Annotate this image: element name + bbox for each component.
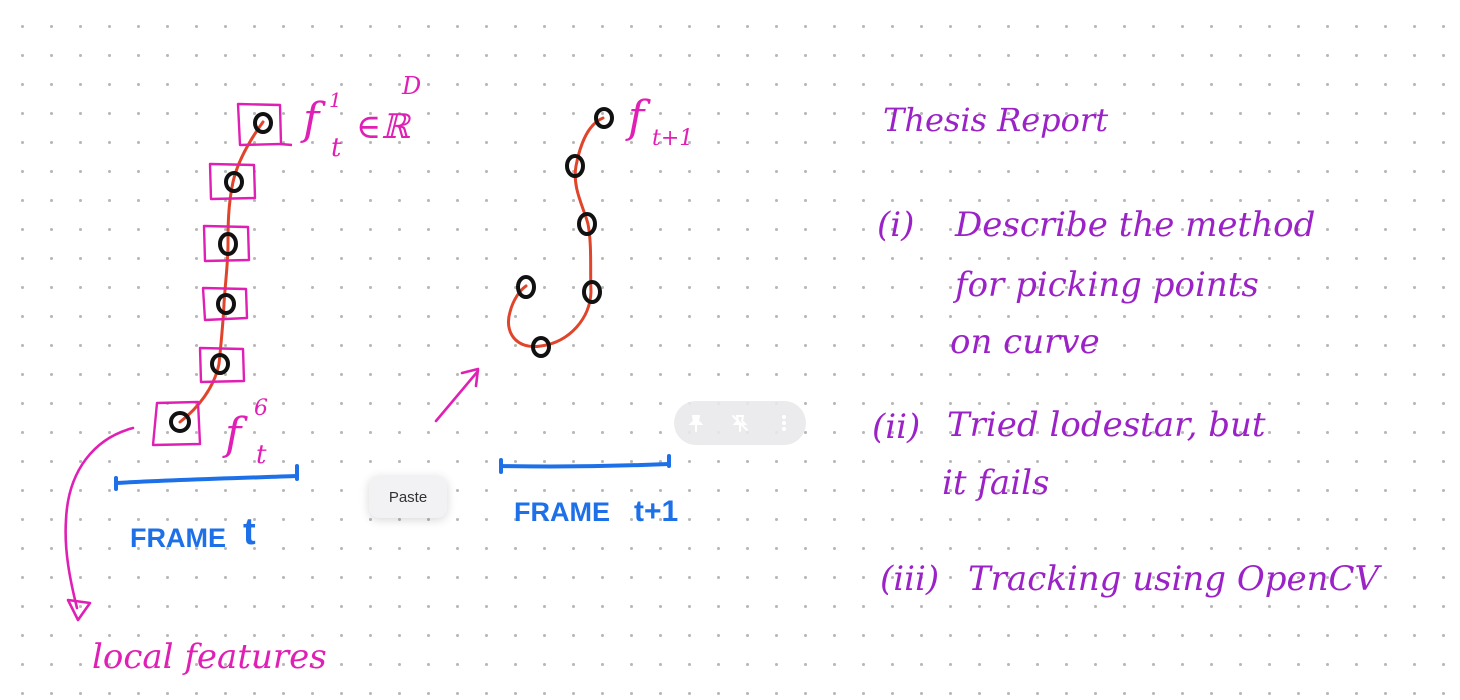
- frame-t-label: FRAME: [130, 523, 226, 553]
- feature-points-frame-t: [169, 112, 273, 433]
- frame-t1-bracket: [499, 454, 671, 474]
- local-features-arrow: [64, 426, 135, 622]
- pin-icon[interactable]: [681, 408, 711, 438]
- note-2-line-1: Tried lodestar, but: [947, 405, 1266, 445]
- frame-t1-label: FRAME: [514, 497, 610, 527]
- feature-bottom-sup: 6: [254, 396, 268, 421]
- note-3-line-1: Tracking using OpenCV: [968, 559, 1380, 599]
- curve-frame-t1: [507, 116, 605, 349]
- feature-top-sup: 1: [329, 88, 342, 112]
- feature-top-label: f: [303, 94, 320, 145]
- note-3-marker: (iii): [880, 559, 940, 599]
- local-features-label: local features: [92, 637, 327, 677]
- feature-bottom-sub: t: [256, 440, 267, 470]
- note-1-line-3: on curve: [950, 322, 1100, 362]
- feature-top-dim: D: [402, 72, 422, 100]
- curve-frame-t: [178, 120, 265, 424]
- feature-bottom-label: f: [225, 409, 242, 460]
- feature-t1-sub: t+1: [652, 126, 694, 151]
- feature-boxes: [151, 102, 293, 447]
- frame-t1-var: t+1: [634, 495, 679, 528]
- feature-points-frame-t1: [516, 107, 614, 358]
- note-2-marker: (ii): [872, 407, 921, 447]
- frame-t-bracket: [114, 464, 299, 491]
- feature-top-space: ∈ℝ: [356, 107, 410, 147]
- more-vertical-icon[interactable]: [769, 408, 799, 438]
- paste-button[interactable]: Paste: [369, 476, 447, 518]
- pin-off-icon[interactable]: [725, 408, 755, 438]
- notes-title: Thesis Report: [883, 101, 1109, 139]
- note-2-line-2: it fails: [942, 463, 1050, 503]
- frame-t-var: t: [243, 511, 256, 553]
- feature-top-sub: t: [331, 133, 342, 163]
- note-1-line-2: for picking points: [955, 265, 1259, 305]
- feature-t1-label: f: [628, 92, 645, 143]
- note-1-marker: (i): [877, 205, 915, 245]
- frame-transition-arrow: [434, 367, 480, 423]
- floating-toolbar: [674, 401, 806, 445]
- note-1-line-1: Describe the method: [955, 205, 1316, 245]
